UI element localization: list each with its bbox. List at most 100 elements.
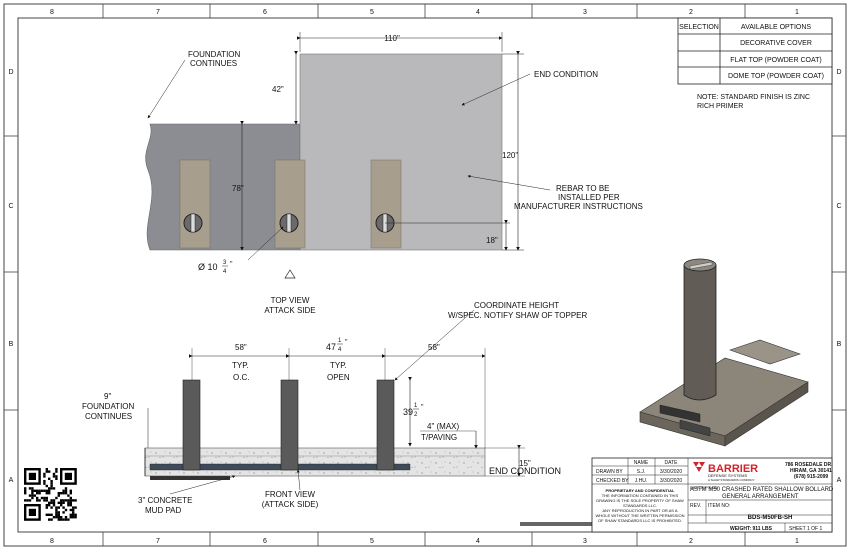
isometric-view (639, 258, 809, 447)
label-typ-2: TYP. (330, 361, 347, 370)
label-typ-1: TYP. (232, 361, 249, 370)
zone-row-right-3: B (837, 341, 842, 348)
fine-print-bar (520, 522, 592, 526)
zone-row-left-4: A (9, 477, 14, 484)
dim-top-42: 42" (272, 85, 284, 94)
tb-prop-7: OF SHAW STANDARDS LLC IS PROHIBITED. (598, 518, 682, 523)
label-mud-pad-2: MUD PAD (145, 506, 182, 515)
bollard-top-2 (279, 213, 299, 233)
option-decorative-cover: DECORATIVE COVER (740, 40, 812, 47)
dim-front-15: 15" (519, 459, 531, 468)
label-coordinate-2: W/SPEC. NOTIFY SHAW OF TOPPER (448, 311, 588, 320)
note-line-1: NOTE: STANDARD FINISH IS ZINC (697, 94, 810, 101)
label-coordinate-1: COORDINATE HEIGHT (474, 301, 559, 310)
zone-col-bot-2: 7 (156, 538, 160, 545)
top-view: 110" 42" 78" 120" 18" Ø 10 3 4 " FOUNDAT… (145, 32, 643, 315)
brand-logo: BARRIER DEFENSE SYSTEMS A SHAW STANDARDS… (693, 462, 758, 482)
label-front-attack-side: (ATTACK SIDE) (262, 500, 319, 509)
rebar-zone-3 (370, 159, 402, 249)
label-foundation-front-1: FOUNDATION (82, 402, 135, 411)
zone-ticks (4, 4, 846, 546)
bollard-front-2 (280, 379, 299, 471)
bollard-front-3 (376, 379, 395, 471)
label-t-paving: T/PAVING (421, 433, 457, 442)
zone-col-top-1: 8 (50, 9, 54, 16)
tb-prop-5: ANY REPRODUCTION IN PART OR AS A (602, 508, 677, 513)
options-header-selection: SELECTION (679, 24, 719, 31)
label-oc: O.C. (233, 373, 249, 382)
zone-col-top-3: 6 (263, 9, 267, 16)
dim-front-47-num: 1 (338, 338, 342, 344)
concrete-foundation (144, 447, 486, 477)
zone-col-bot-5: 4 (476, 538, 480, 545)
tb-item-label: ITEM NO: (708, 503, 730, 509)
tb-address-2: HIRAM, GA 30141 (790, 468, 832, 474)
label-front-view: FRONT VIEW (265, 490, 316, 499)
dim-top-78: 78" (232, 184, 244, 193)
qr-code (23, 467, 78, 522)
base-rail (149, 463, 411, 471)
tb-item-number: BDS-M50FB-SH (748, 515, 793, 521)
zone-col-top-4: 5 (370, 9, 374, 16)
tb-prop-2: THE INFORMATION CONTAINED IN THIS (602, 493, 679, 498)
dim-top-120: 120" (502, 151, 518, 160)
dim-front-9: 9" (104, 392, 111, 401)
label-foundation-continues-top-2: CONTINUES (190, 59, 237, 68)
title-block: NAME DATE DRAWN BY S.J. 3/30/2020 CHECKE… (591, 457, 834, 533)
dim-bollard-diameter-num: 3 (223, 260, 227, 266)
label-max-4: 4" (MAX) (427, 422, 460, 431)
options-table: SELECTION AVAILABLE OPTIONS DECORATIVE C… (677, 17, 833, 85)
option-dome-top: DOME TOP (POWDER COAT) (728, 73, 824, 80)
zone-col-bot-4: 5 (370, 538, 374, 545)
zone-labels: 8 7 6 5 4 3 2 1 8 7 6 5 4 3 2 1 D C B A … (8, 9, 841, 545)
zone-col-bot-3: 6 (263, 538, 267, 545)
mud-pad (150, 476, 230, 480)
front-view: 58" TYP. O.C. 47 1 4 " TYP. OPEN 58" COO… (82, 301, 588, 515)
label-end-condition-front: END CONDITION (489, 466, 561, 476)
tb-desc-label: DESCRIPTION: (690, 485, 718, 490)
label-top-view: TOP VIEW (271, 296, 310, 305)
dim-top-18: 18" (486, 236, 498, 245)
rebar-zone-1 (179, 159, 211, 249)
options-header-options: AVAILABLE OPTIONS (741, 24, 811, 31)
label-foundation-continues-top-1: FOUNDATION (188, 50, 241, 59)
label-attack-side: ATTACK SIDE (264, 306, 315, 315)
tb-desc-1: ASTM M50 CRASHED RATED SHALLOW BOLLARD (690, 487, 834, 493)
tb-prop-4: STANDARDS LLC. (623, 503, 657, 508)
option-flat-top: FLAT TOP (POWDER COAT) (730, 57, 821, 64)
dim-front-47-den: 4 (338, 347, 342, 353)
zone-row-left-3: B (9, 341, 14, 348)
attack-side-arrow-icon (284, 269, 296, 279)
tb-weight: WEIGHT: 911 LBS (730, 526, 773, 532)
zone-col-bot-1: 8 (50, 538, 54, 545)
tb-name-header: NAME (634, 460, 649, 466)
rebar-zone-2 (274, 159, 306, 249)
zone-row-right-2: C (836, 203, 841, 210)
zone-col-bot-7: 2 (689, 538, 693, 545)
tb-checked-date: 3/30/2020 (660, 478, 682, 484)
tb-checked-by-name: J.HU. (635, 478, 648, 484)
tb-rev-label: REV. (690, 503, 701, 509)
dim-front-58-end: 58" (428, 343, 440, 352)
tb-desc-2: GENERAL ARRANGEMENT (722, 494, 799, 500)
tb-sheet: SHEET 1 OF 1 (789, 526, 822, 532)
dim-bollard-diameter-inch: " (230, 261, 233, 268)
tb-drawn-by-label: DRAWN BY (596, 469, 623, 475)
zone-col-top-5: 4 (476, 9, 480, 16)
zone-col-top-7: 2 (689, 9, 693, 16)
brand-name: BARRIER (708, 463, 758, 475)
dim-front-39-num: 1 (414, 403, 418, 409)
note-line-2: RICH PRIMER (697, 103, 743, 110)
tb-prop-6: WHOLE WITHOUT THE WRITTEN PERMISSION (596, 513, 685, 518)
dim-top-width: 110" (384, 34, 400, 43)
label-open: OPEN (327, 373, 350, 382)
label-rebar-2: INSTALLED PER (558, 193, 620, 202)
zone-col-top-6: 3 (583, 9, 587, 16)
dim-front-47-inch: " (345, 339, 348, 346)
brand-tag: A SHAW STANDARDS COMPANY (708, 478, 754, 482)
label-end-condition-top: END CONDITION (534, 70, 598, 79)
dim-front-58-typ: 58" (235, 343, 247, 352)
zone-row-left-2: C (8, 203, 13, 210)
label-foundation-front-2: CONTINUES (85, 412, 132, 421)
